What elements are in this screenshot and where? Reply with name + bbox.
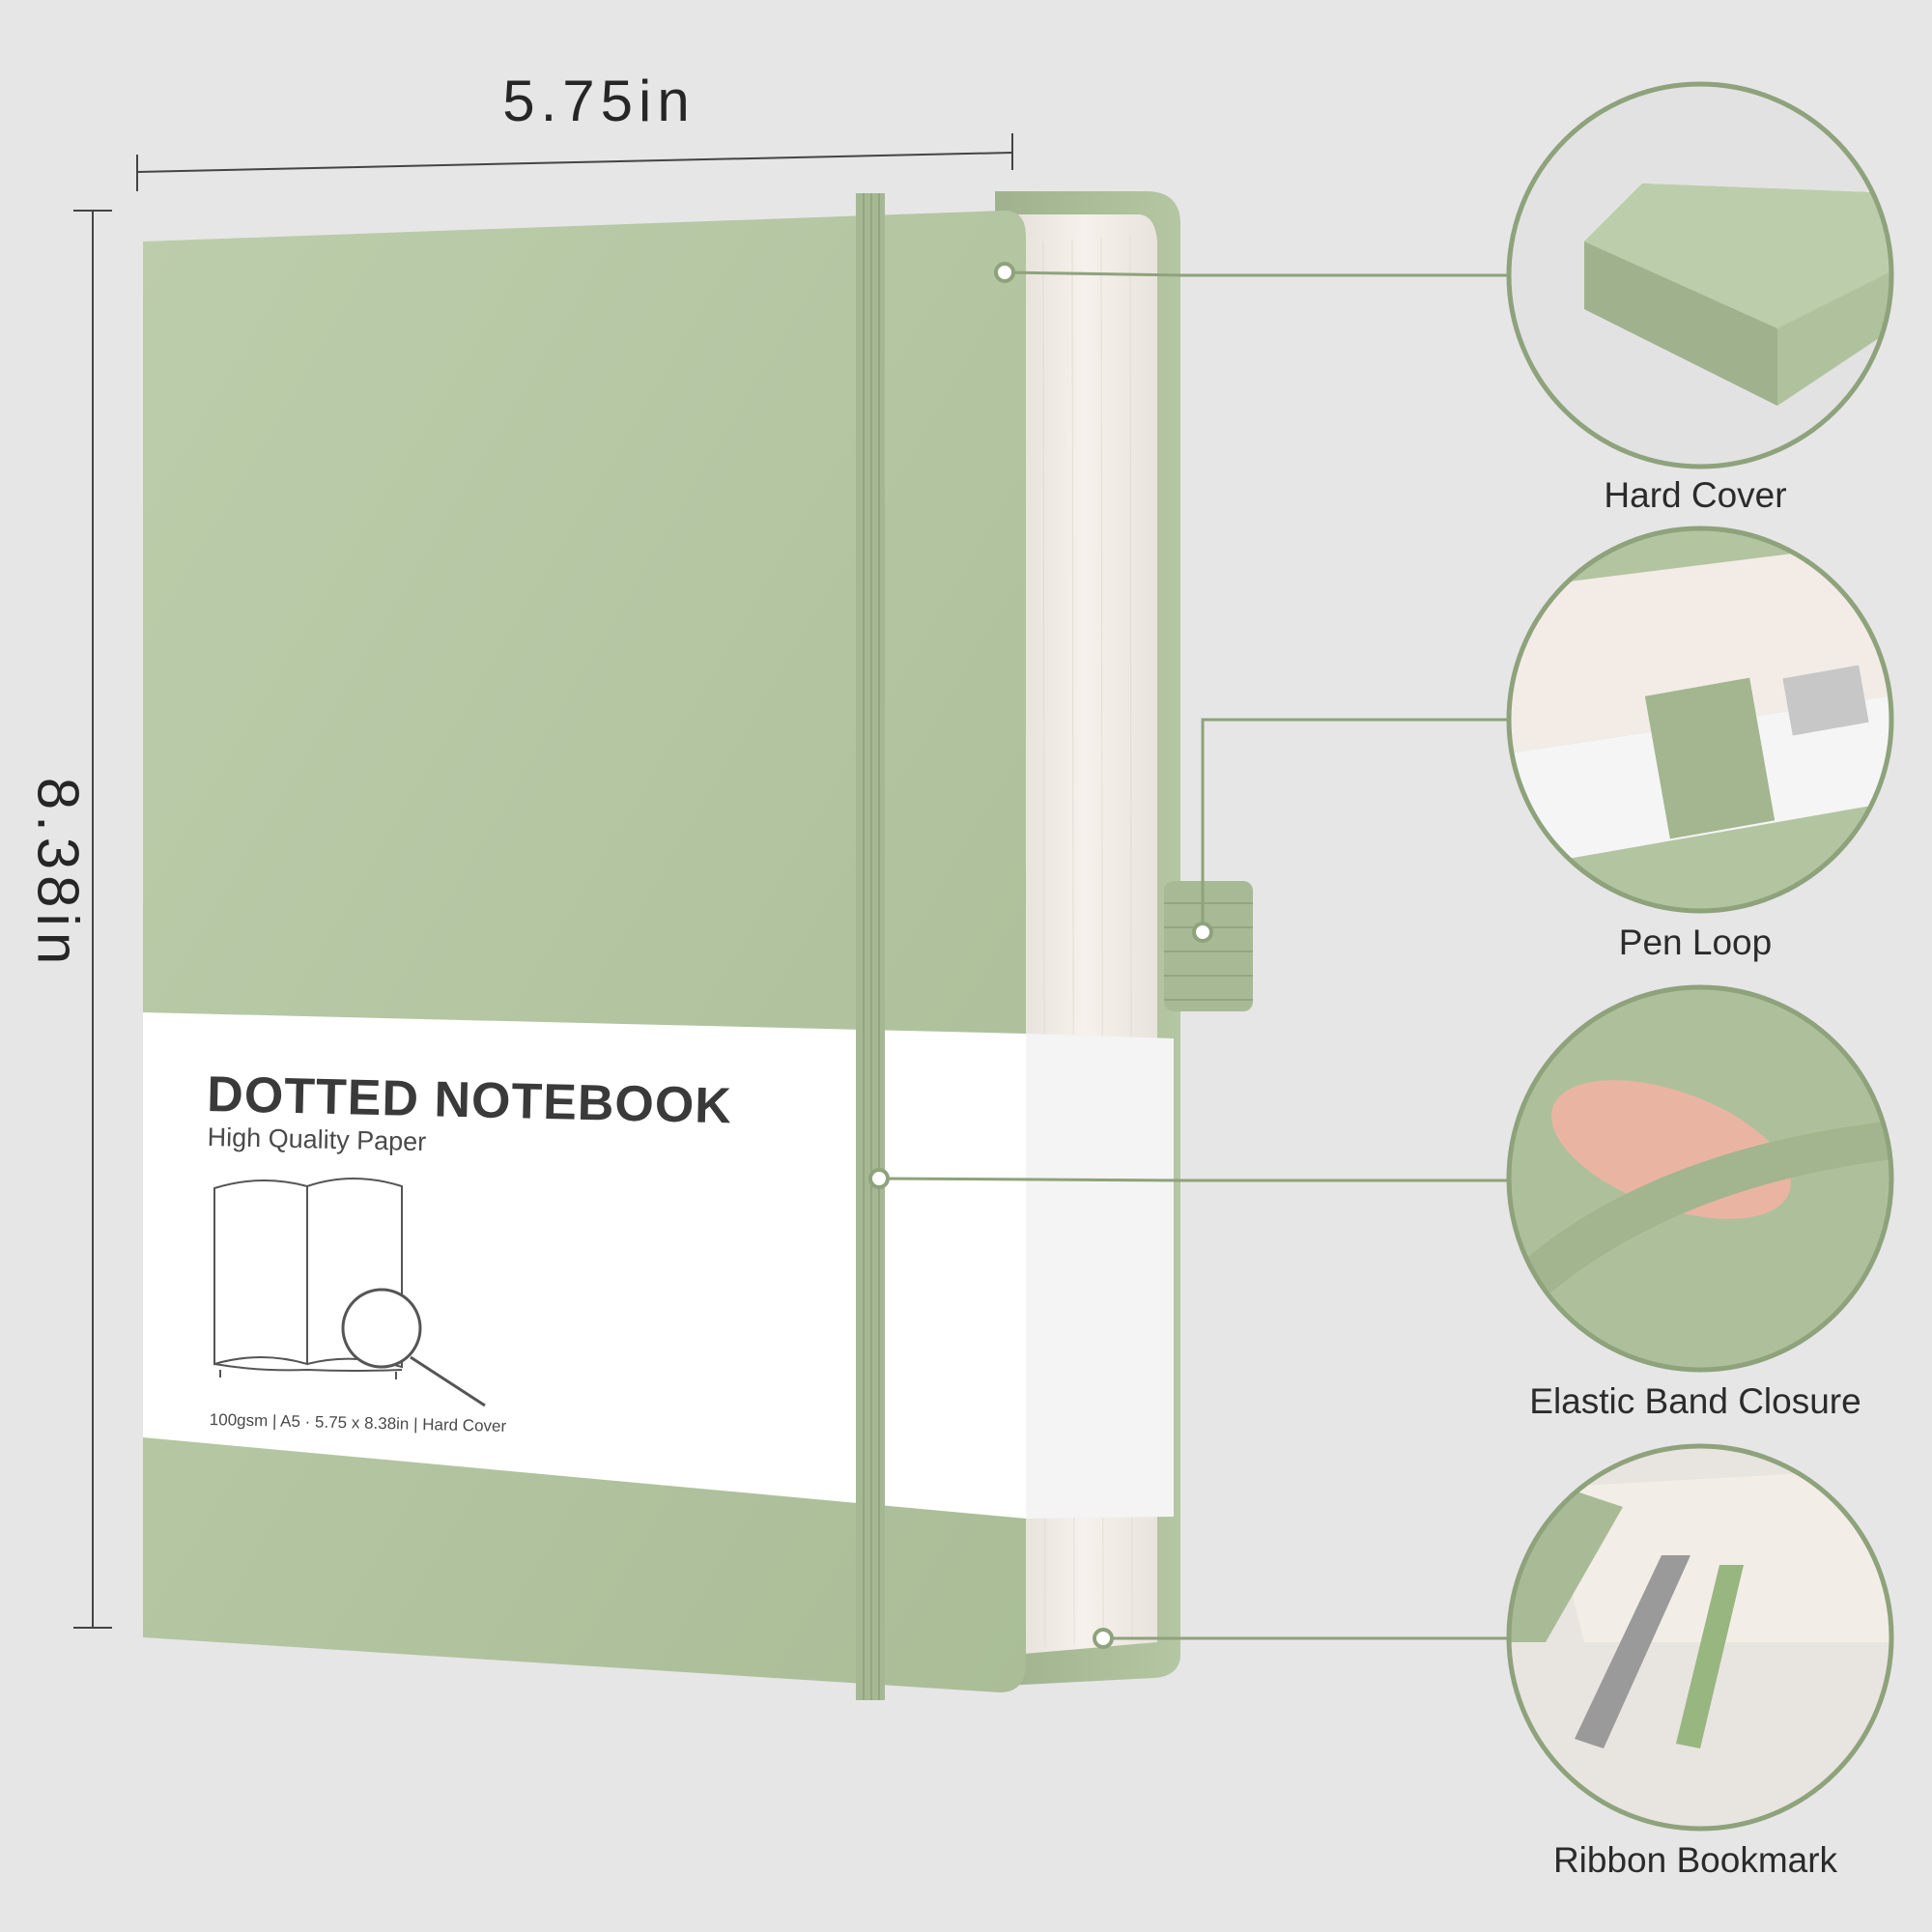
feature-label-pen-loop: Pen Loop	[1618, 923, 1773, 962]
height-dimension-line	[73, 210, 112, 1629]
magnifier-icon	[341, 1288, 486, 1407]
feature-label-elastic-band: Elastic Band Closure	[1529, 1381, 1861, 1421]
detail-ribbon-bookmark	[1506, 1443, 1894, 1832]
detail-hard-cover	[1506, 81, 1894, 469]
pen-loop	[1164, 881, 1253, 1011]
callout-dots	[868, 262, 1213, 1649]
width-dimension-line	[136, 133, 1013, 191]
height-dimension-label: 8.38in	[25, 777, 91, 971]
label-subtitle: High Quality Paper	[207, 1122, 427, 1157]
callout-lines	[878, 270, 1507, 1640]
detail-elastic-band	[1506, 984, 1894, 1373]
feature-label-hard-cover: Hard Cover	[1604, 475, 1787, 515]
open-book-icon	[213, 1178, 403, 1379]
label-band-side	[1026, 1034, 1174, 1519]
detail-pen-loop	[1506, 526, 1894, 914]
notebook	[143, 191, 1253, 1700]
feature-label-ribbon-bookmark: Ribbon Bookmark	[1552, 1840, 1838, 1880]
label-band	[143, 1012, 1026, 1519]
width-dimension-label: 5.75in	[502, 69, 696, 133]
